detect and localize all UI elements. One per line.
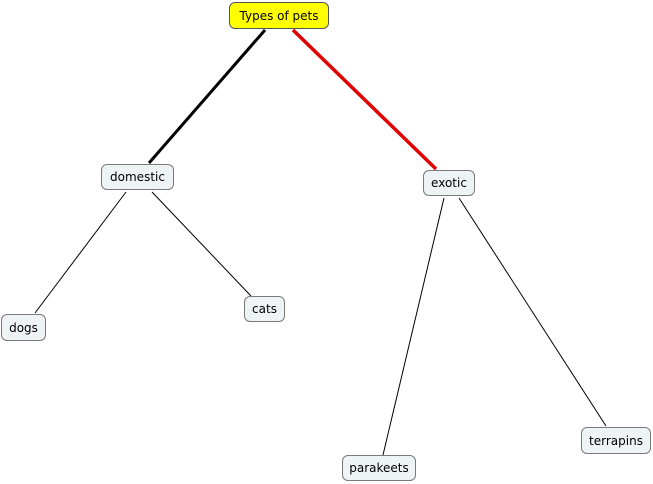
connector-exotic-terrapins [458,197,607,427]
node-label: parakeets [349,461,409,475]
connector-exotic-parakeets [382,197,445,456]
node-label: exotic [431,176,467,190]
node-label: domestic [110,170,165,184]
node-exotic[interactable]: exotic [423,170,475,196]
node-cats[interactable]: cats [244,296,285,322]
node-terrapins[interactable]: terrapins [581,427,651,454]
node-parakeets[interactable]: parakeets [342,455,416,481]
connector-root-exotic [291,28,438,171]
connector-root-domestic [147,29,267,164]
node-label: terrapins [589,433,643,448]
node-dogs[interactable]: dogs [1,314,46,341]
node-label: Types of pets [239,8,319,23]
node-label: cats [252,302,277,316]
connector-domestic-dogs [34,191,127,314]
node-types-of-pets[interactable]: Types of pets [229,2,329,29]
node-label: dogs [9,320,38,335]
node-domestic[interactable]: domestic [101,164,174,190]
connector-domestic-cats [151,191,252,297]
